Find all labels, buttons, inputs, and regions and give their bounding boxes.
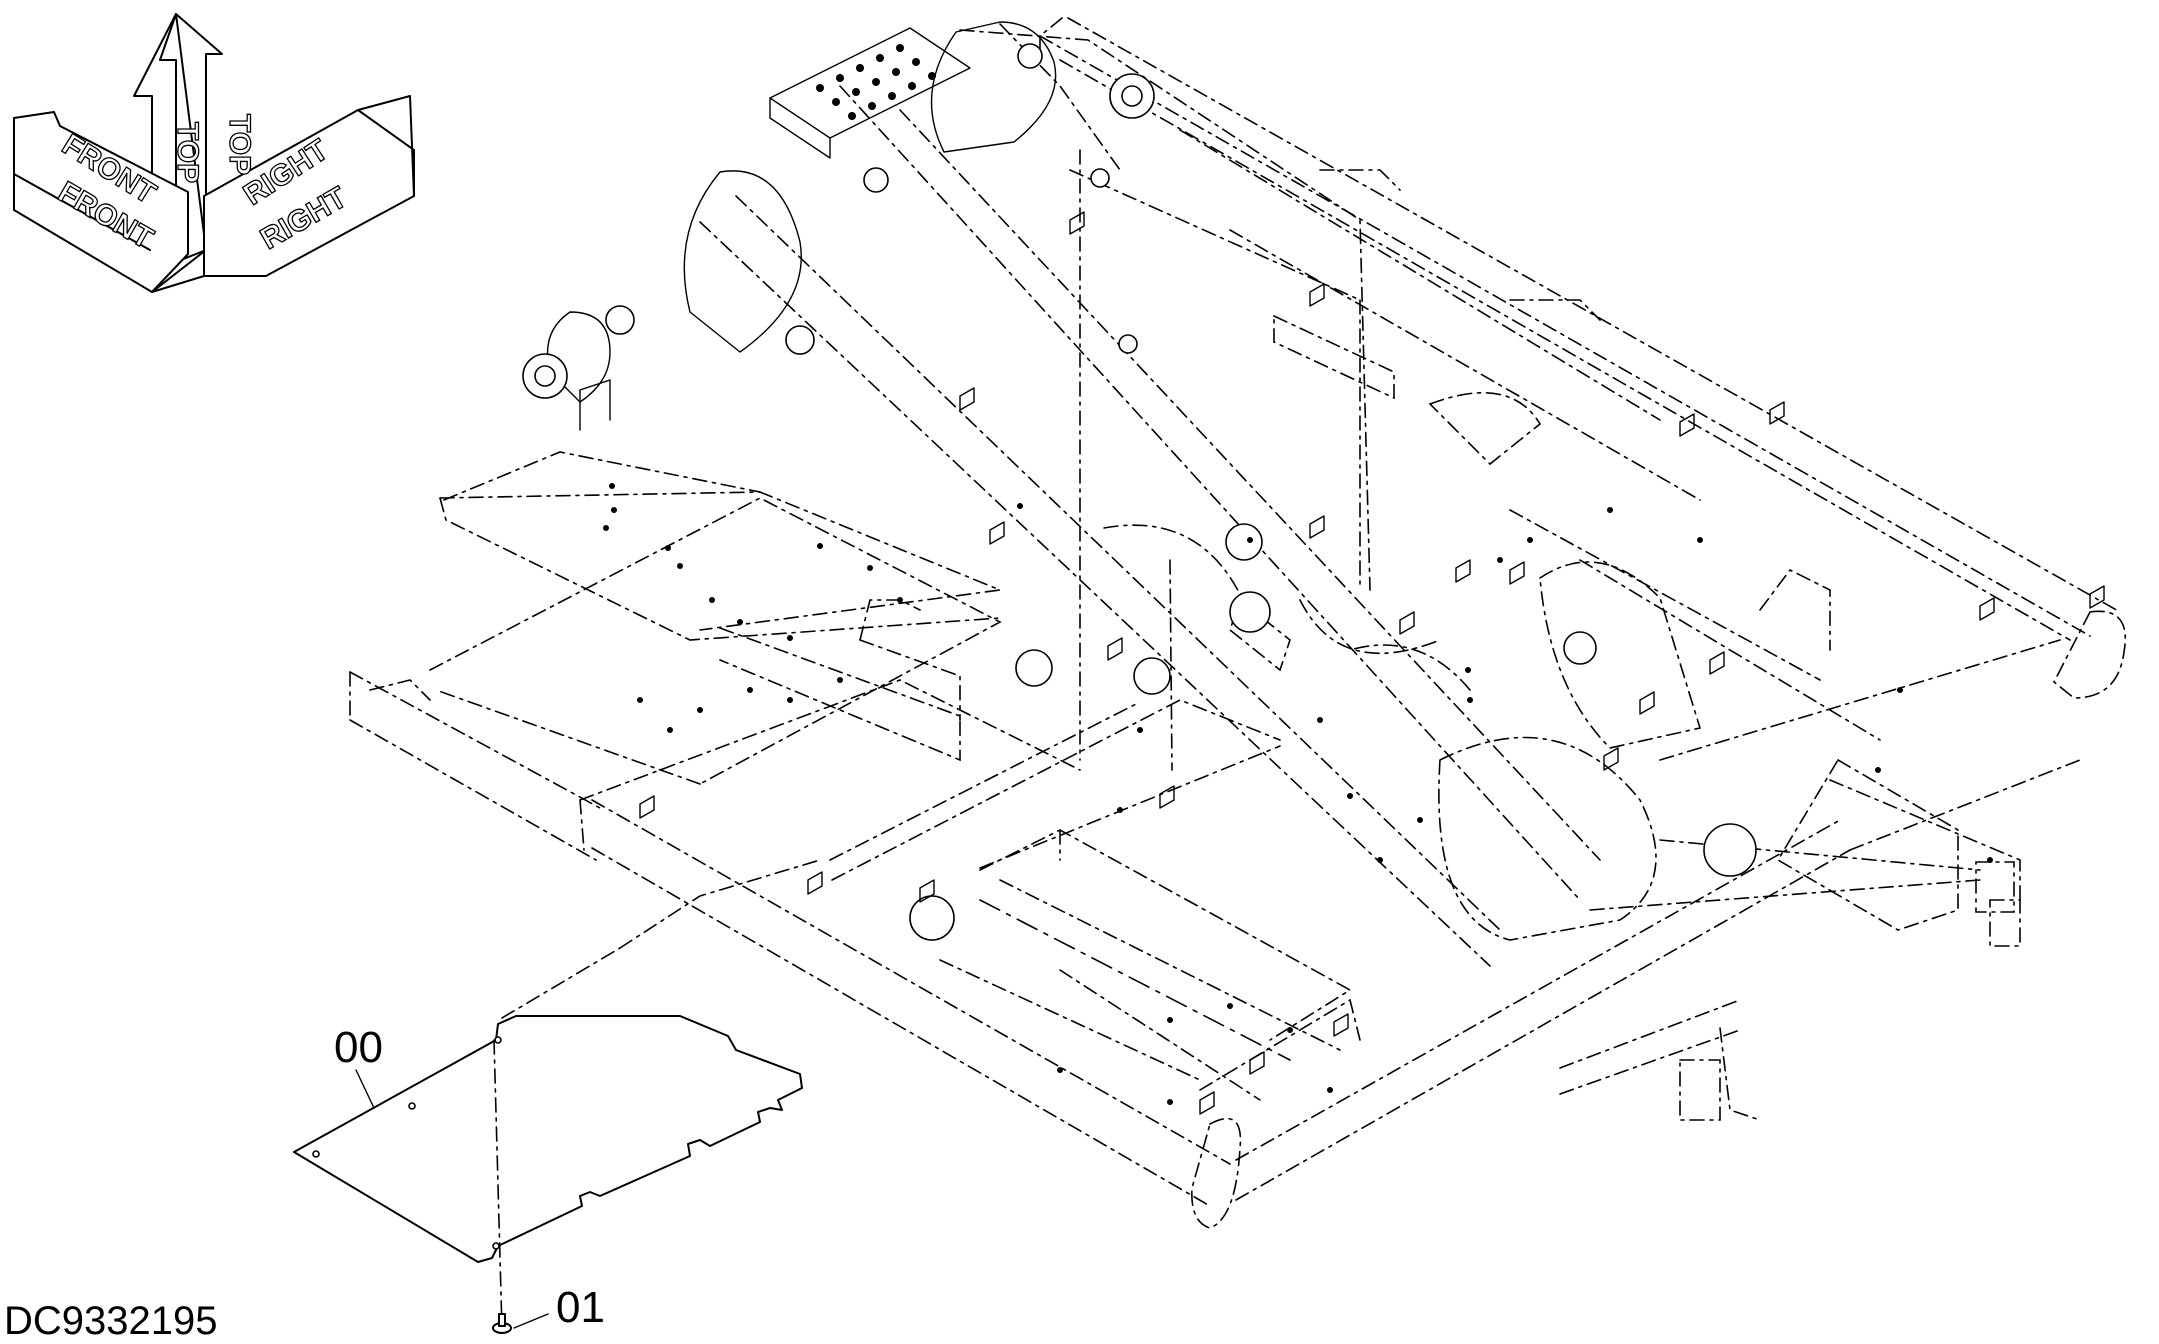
- callout-leader-00: [355, 1069, 375, 1109]
- orientation-indicator: FRONT FRONT TOP TOP RIGHT RIGHT: [13, 13, 415, 293]
- bolt-holes: [603, 483, 1993, 1105]
- boom-lugs: [522, 21, 2105, 1115]
- callout-leader-01: [513, 1313, 549, 1329]
- orientation-top-label: TOP: [171, 122, 204, 183]
- callout-label-01: 01: [556, 1283, 605, 1332]
- orientation-top-label-2: TOP: [223, 114, 256, 175]
- step-dimples: [816, 44, 936, 120]
- cover-assembly-line: [501, 947, 621, 1019]
- under-cover-part: [293, 859, 821, 1334]
- drawing-number: DC9332195: [4, 1299, 218, 1343]
- frame-assembly: [349, 17, 2126, 1229]
- clip-brackets: [639, 211, 2105, 1115]
- callout-label-00: 00: [334, 1023, 383, 1072]
- under-cover-outline: [293, 1015, 803, 1263]
- bolt-part: [492, 1313, 512, 1334]
- cover-mounting-line: [493, 1039, 503, 1331]
